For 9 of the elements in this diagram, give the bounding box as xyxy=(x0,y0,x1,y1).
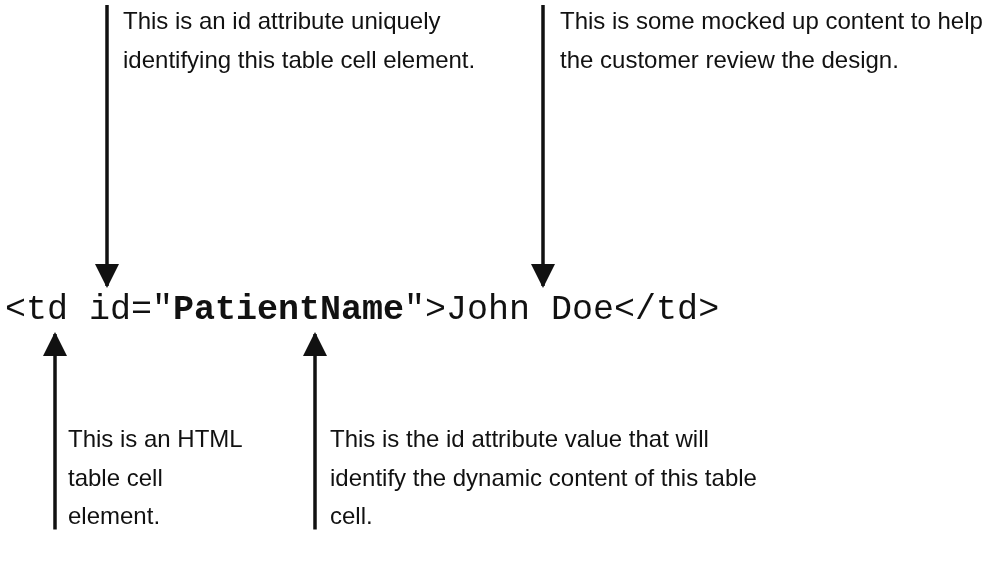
callout-text: This is some mocked up content to help the customer review the design. xyxy=(560,6,984,75)
callout-text: This is an id attribute uniquely identifying this table cell element. xyxy=(123,6,477,75)
arrow xyxy=(303,332,327,530)
callout-text: This is the id attribute value that will identify the dynamic content of this table cell. xyxy=(330,424,758,531)
arrow xyxy=(95,5,119,288)
code-line: <td id="PatientName">John Doe</td> xyxy=(5,290,720,330)
arrow xyxy=(531,5,555,288)
callout-text: This is an HTML table cell element. xyxy=(68,424,243,531)
arrow xyxy=(43,332,67,530)
